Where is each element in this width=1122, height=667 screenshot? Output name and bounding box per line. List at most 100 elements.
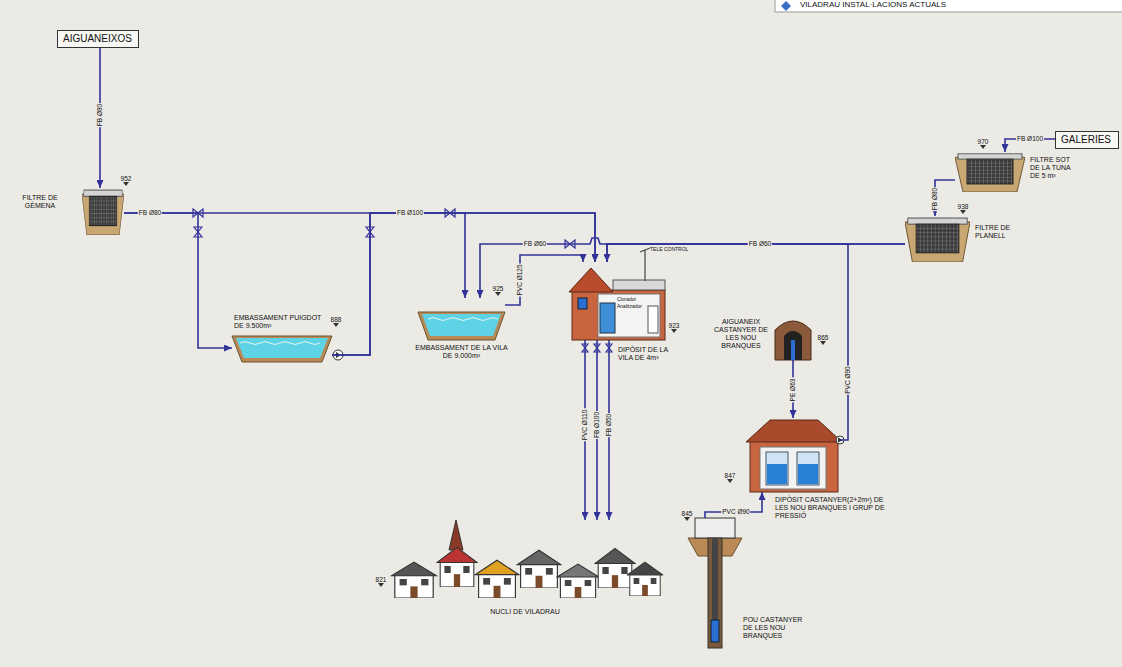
pipe-label: PE Ø63 <box>789 378 796 403</box>
node-label: GALERIES <box>1061 134 1113 146</box>
elevation-mark: 923 <box>666 322 682 329</box>
valve <box>193 209 612 352</box>
elevation-mark: 938 <box>955 203 971 210</box>
pipe-label: FB Ø80 <box>96 103 103 127</box>
filter-tank-part <box>905 218 970 262</box>
well-node: POU CASTANYER DE LES NOU BRANQUES845 <box>695 518 735 648</box>
tank-building-part <box>640 248 650 281</box>
tank-building-part <box>572 290 665 340</box>
filter-tank <box>82 154 1025 262</box>
pipe-connector <box>505 255 583 305</box>
pipe-label: FB Ø50 <box>605 413 612 437</box>
well <box>688 518 742 648</box>
node-label: POU CASTANYER DE LES NOU BRANQUES <box>743 616 805 640</box>
filter-node: FILTRE DE GÈMENA952 <box>82 188 124 235</box>
reservoir-part <box>422 314 501 336</box>
pipe-connector <box>332 213 465 355</box>
node-label: DIPÒSIT CASTANYER(2+2m³) DE LES NOU BRAN… <box>775 496 887 520</box>
tank-building-part <box>613 280 665 290</box>
node-label: EMBASSAMENT DE LA VILA DE 9.000m³ <box>414 344 509 360</box>
tank-building-part <box>766 452 788 485</box>
tank-building-part <box>760 447 826 489</box>
filter-tank-part <box>955 154 1025 192</box>
pipe-connector <box>332 213 595 355</box>
pipe-connector <box>480 238 905 298</box>
reservoir-part <box>232 336 332 362</box>
pipe-label: FB Ø80 <box>931 187 938 211</box>
village-part <box>391 562 437 598</box>
pipe-connector <box>124 213 232 348</box>
tank-building-part <box>578 298 587 309</box>
elevation-mark: 845 <box>679 510 695 517</box>
filter-node: FILTRE DE PLANELL938 <box>905 216 970 262</box>
well-part <box>695 518 735 538</box>
pipe-label: FB Ø60 <box>748 240 772 247</box>
tank-building-part <box>767 464 787 484</box>
reservoir-node: EMBASSAMENT PUIGDOT DE 9.500m³888 <box>232 312 332 362</box>
pipe-label: FB Ø80 <box>138 209 162 216</box>
well-part <box>712 538 718 622</box>
tank-building-part <box>569 268 613 292</box>
village-part <box>475 560 519 598</box>
spring-house-part <box>791 340 795 360</box>
elevation-mark: 888 <box>328 316 344 323</box>
device-label: Clorador <box>617 297 636 303</box>
village-part <box>449 520 463 550</box>
tank-building-part <box>600 303 615 333</box>
village-part <box>517 550 561 588</box>
node-label: AIGUANEIXOS <box>63 33 133 45</box>
node-label: DIPÒSIT DE LA VILA DE 4m³ <box>618 346 680 362</box>
node-label: FILTRE SOT DE LA TUNA DE 5 m³ <box>1030 156 1078 180</box>
device-label: TELE CONTROL <box>650 247 688 253</box>
pipe-connector <box>607 244 848 440</box>
well-part <box>708 538 722 648</box>
village-part <box>557 564 599 598</box>
pipe-label: FB Ø100 <box>593 411 600 439</box>
spring-node: AIGUANEIX CASTANYER DE LES NOU BRANQUES8… <box>775 318 812 360</box>
village-node: NUCLI DE VILADRAU821 <box>385 520 665 600</box>
tank-building-part <box>798 464 818 484</box>
pipe-label: FB Ø60 <box>523 240 547 247</box>
pipe-label: PVC Ø90 <box>844 365 851 394</box>
filter-node: FILTRE SOT DE LA TUNA DE 5 m³970 <box>955 152 1025 192</box>
pipe-label: PVC Ø125 <box>516 263 523 296</box>
elevation-mark: 970 <box>975 138 991 145</box>
reservoir-part <box>428 318 498 321</box>
node-label: EMBASSAMENT PUIGDOT DE 9.500m³ <box>234 314 326 330</box>
node-label: NUCLI DE VILADRAU <box>465 608 585 616</box>
filter-tank-part <box>82 190 124 235</box>
device-label: Analitzador <box>617 304 642 310</box>
village-part <box>595 548 635 588</box>
spring-house-part <box>784 331 802 360</box>
node-label: AIGUANEIX CASTANYER DE LES NOU BRANQUES <box>711 318 771 350</box>
legend-box-part <box>781 1 791 11</box>
pipe-label: FB Ø100 <box>396 209 424 216</box>
village-part <box>627 562 663 596</box>
elevation-mark: 847 <box>722 472 738 479</box>
tank-building-part <box>648 306 658 333</box>
spring-house-part <box>775 321 811 360</box>
node-label: FILTRE DE GÈMENA <box>18 194 62 210</box>
reservoir-node: EMBASSAMENT DE LA VILA DE 9.000m³925 <box>418 298 505 340</box>
source-box: GALERIES <box>1055 131 1119 149</box>
pipe-label: PVC Ø110 <box>581 409 588 442</box>
source-box: AIGUANEIXOS <box>57 30 139 48</box>
village <box>391 520 663 598</box>
legend-box <box>775 0 1122 12</box>
tank-node: DIPÒSIT CASTANYER(2+2m³) DE LES NOU BRAN… <box>748 418 840 492</box>
pipe-connector <box>705 492 762 518</box>
reservoir-part <box>418 312 505 340</box>
elevation-mark: 952 <box>118 175 134 182</box>
tank-building-part <box>750 440 838 492</box>
node-label: FILTRE DE PLANELL <box>975 224 1020 240</box>
pipe-label: PVC Ø90 <box>721 508 750 515</box>
reservoir-part <box>236 338 328 358</box>
tank-building-part <box>598 294 660 337</box>
pipe-label: FB Ø100 <box>1016 135 1044 142</box>
legend-title: VILADRAU INSTAL·LACIONS ACTUALS <box>800 1 946 10</box>
well-part <box>711 620 719 642</box>
tank-building <box>569 248 844 492</box>
